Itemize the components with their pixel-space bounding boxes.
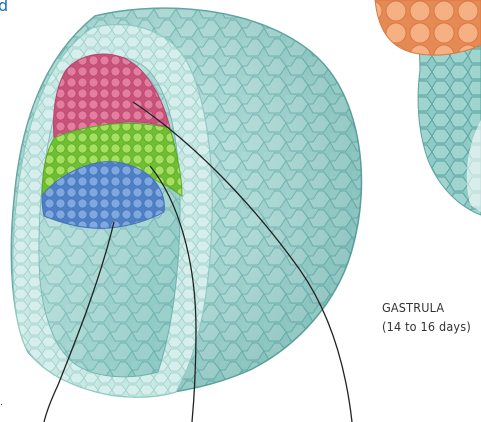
neighbor-embryo — [375, 0, 481, 215]
stage-duration: (14 to 16 days) — [382, 317, 471, 336]
stage-name: GASTRULA — [382, 298, 471, 317]
stage-label: GASTRULA (14 to 16 days) — [382, 298, 471, 336]
gastrula-body — [11, 8, 361, 397]
edge-mark: . — [0, 399, 3, 408]
corner-letter: d — [0, 0, 8, 14]
